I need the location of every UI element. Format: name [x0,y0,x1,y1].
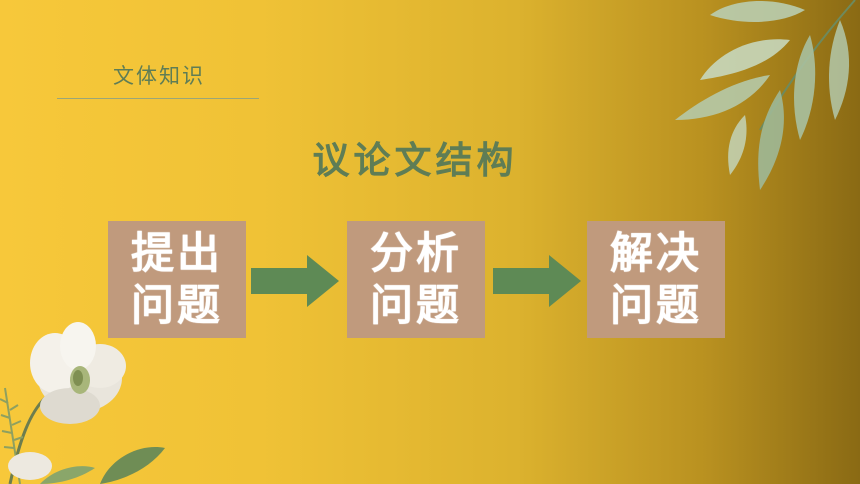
step-line-2: 问题 [131,280,223,331]
step-box-solve-problem: 解决 问题 [587,221,725,338]
step-box-raise-problem: 提出 问题 [108,221,246,338]
step-line-2: 问题 [370,280,462,331]
step-box-analyze-problem: 分析 问题 [347,221,485,338]
section-divider [57,98,259,99]
step-line-1: 解决 [610,228,702,279]
magnolia-flower-icon [0,322,165,484]
slide-title: 议论文结构 [312,139,518,182]
step-line-1: 分析 [370,228,462,279]
step-line-1: 提出 [131,228,223,279]
step-line-2: 问题 [610,280,702,331]
arrow-right-icon [493,255,581,307]
arrow-right-icon [251,255,339,307]
section-label: 文体知识 [113,64,205,88]
leaf-branch-icon [675,0,856,190]
